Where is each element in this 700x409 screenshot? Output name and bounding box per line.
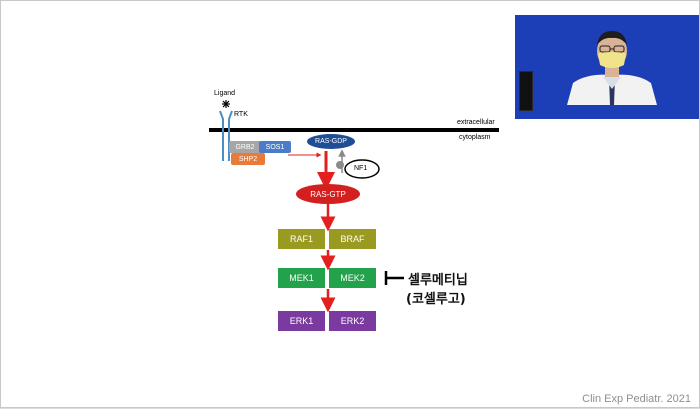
cytoplasm-label: cytoplasm (459, 134, 491, 141)
drug-brand-label: (코셀루고) (406, 292, 466, 307)
citation-footer: Clin Exp Pediatr. 2021 (582, 393, 691, 405)
ligand-label: Ligand (214, 90, 236, 97)
mek1-box: MEK1 (278, 268, 325, 288)
extracellular-label: extracellular (457, 119, 495, 126)
rtk-label: RTK (234, 111, 248, 118)
mek2-box: MEK2 (329, 268, 376, 288)
ras-gdp-node: RAS-GDP (307, 134, 355, 149)
erk1-box: ERK1 (278, 311, 325, 331)
webcam-overlay (515, 15, 699, 119)
raf1-box: RAF1 (278, 229, 325, 249)
nf1-circle (344, 159, 380, 179)
nf1-label: NF1 (354, 165, 368, 172)
erk2-box: ERK2 (329, 311, 376, 331)
shp2-box: SHP2 (231, 153, 265, 165)
background-monitor (519, 71, 533, 111)
nf1-gear-icon (336, 161, 344, 169)
braf-box: BRAF (329, 229, 376, 249)
presenter-image (567, 31, 657, 105)
drug-name-label: 셀루메티닙 (408, 273, 468, 288)
inhibition-symbol (384, 271, 404, 285)
ras-gtp-node: RAS-GTP (296, 184, 360, 204)
ligand-icon (222, 100, 230, 108)
sos1-box: SOS1 (259, 141, 291, 153)
grb2-box: GRB2 (229, 141, 261, 153)
